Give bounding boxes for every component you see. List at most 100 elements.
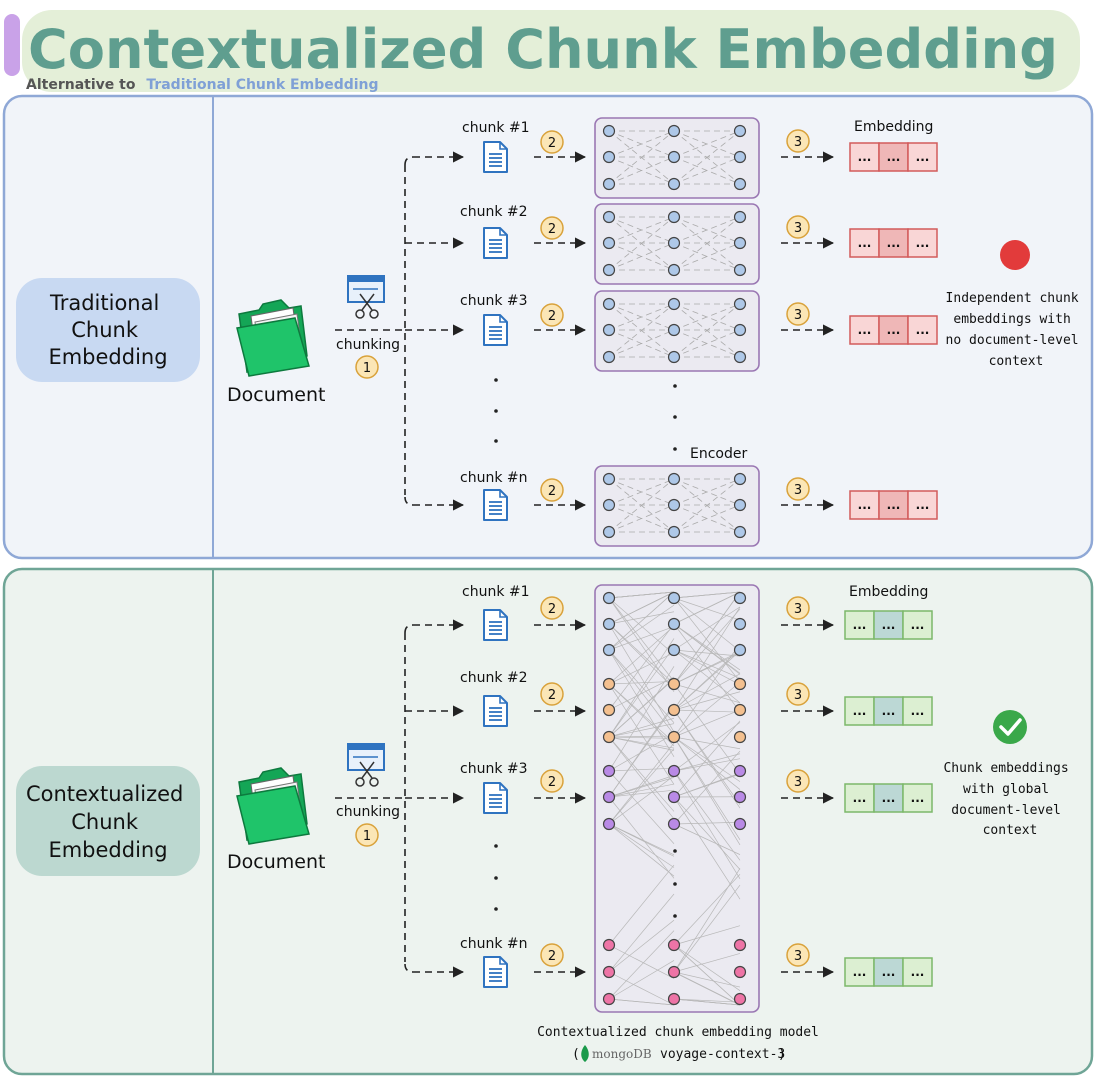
step-badge: [786, 477, 810, 501]
encoder-node: [602, 297, 616, 311]
document-icon-fold: [499, 490, 507, 498]
embedding-cell-label: ...: [887, 498, 901, 512]
step-badge-label: 2: [548, 136, 556, 151]
contextualized-result-text: Chunk embeddings with global document-le…: [943, 761, 1076, 838]
document-icon-body: [483, 956, 508, 988]
encoder-node: [733, 730, 747, 744]
mongodb-leaf-icon: [581, 1045, 589, 1062]
document-icon: [483, 314, 508, 346]
encoder-edge: [608, 478, 675, 506]
encoder-edge: [673, 758, 741, 772]
step-badge: [540, 478, 564, 502]
chunk-label: chunk #3: [460, 293, 528, 309]
scissors-doc-icon: [347, 275, 385, 319]
encoder-node: [733, 297, 747, 311]
step-badge-label: 3: [794, 483, 802, 498]
traditional-label: Traditional Chunk Embedding: [48, 291, 167, 369]
step-badge: [540, 216, 564, 240]
encoder-node: [667, 124, 681, 138]
encoder-node: [667, 323, 681, 337]
traditional-chunking: chunking 1: [336, 275, 400, 379]
encoder-edge: [673, 821, 741, 825]
model-brand: mongoDB: [592, 1047, 652, 1061]
encoder-edge: [673, 683, 741, 774]
encoder-node: [733, 150, 747, 164]
ellipsis-dot: [673, 849, 677, 853]
embedding-cell-label: ...: [911, 965, 925, 979]
embedding-cell-label: ...: [916, 150, 930, 164]
encoder-node: [667, 591, 681, 605]
encoder-edge: [673, 216, 741, 271]
embedding-cell-label: ...: [916, 236, 930, 250]
embedding-cell-label: ...: [882, 965, 896, 979]
ellipsis-dot: [673, 384, 677, 388]
subtitle-prefix: Alternative to: [26, 77, 136, 93]
embedding-cell-label: ...: [858, 498, 872, 512]
encoder-node: [733, 263, 747, 277]
contextualized-result: Chunk embeddings with global document-le…: [943, 710, 1076, 838]
embedding-cell: [844, 610, 875, 640]
encoder-edge: [608, 681, 675, 685]
encoder-node: [733, 703, 747, 717]
encoder-edge: [608, 604, 675, 651]
encoder-edge: [673, 773, 741, 798]
encoder-edge: [608, 242, 675, 271]
encoder-node: [733, 817, 747, 831]
encoder-edge: [608, 736, 675, 820]
encoder-edge: [608, 823, 675, 877]
document-icon-body: [483, 314, 508, 346]
embedding-cell: [844, 957, 875, 987]
embedding-cell-label: ...: [887, 150, 901, 164]
encoder-node: [667, 297, 681, 311]
encoder-edge: [673, 303, 741, 331]
encoder-node: [667, 350, 681, 364]
red-dot-icon: [1000, 240, 1030, 270]
flow-curve: [404, 624, 414, 634]
encoder-edge: [673, 504, 741, 533]
encoder-node: [667, 643, 681, 657]
embedding-cell-label: ...: [916, 498, 930, 512]
encoder-node: [602, 938, 616, 952]
encoder-edge: [608, 649, 675, 723]
embedding-cell-label: ...: [911, 618, 925, 632]
encoder-edge: [673, 753, 741, 772]
ellipsis-dot: [673, 914, 677, 918]
document-icon-body: [483, 227, 508, 259]
document-icon: [483, 609, 508, 641]
encoder-edge: [608, 823, 675, 868]
step-badge-label: 2: [548, 484, 556, 499]
contextualized-document: Document: [227, 767, 325, 873]
encoder-edge: [673, 606, 741, 711]
encoder-edge: [673, 597, 741, 683]
encoder-edge: [673, 649, 741, 657]
encoder-edge: [673, 998, 741, 1006]
encoder-node: [667, 263, 681, 277]
embedding-cell: [878, 142, 909, 172]
embedding-cell: [907, 228, 938, 258]
encoder-edge: [608, 216, 675, 271]
embedding-cell: [873, 696, 904, 726]
subtitle-highlight: Traditional Chunk Embedding: [146, 77, 378, 93]
encoder-edge: [608, 623, 675, 685]
ellipsis-dot: [494, 844, 498, 848]
document-icon: [483, 141, 508, 173]
model-paren-open: (: [572, 1047, 580, 1062]
encoder-edge: [673, 303, 741, 358]
encoder-node: [602, 817, 616, 831]
subtitle: Alternative to Traditional Chunk Embeddi…: [26, 77, 379, 93]
encoder-node: [733, 643, 747, 657]
encoder-edge: [673, 130, 741, 185]
step-badge-label: 2: [548, 949, 556, 964]
scissors-doc-icon: [347, 743, 385, 787]
header: Contextualized Chunk Embedding Alternati…: [4, 10, 1080, 93]
embedding-cell: [907, 490, 938, 520]
step-badge-label: 2: [548, 775, 556, 790]
encoder-edge: [608, 156, 675, 185]
encoder-edge: [673, 953, 741, 973]
step-badge: [786, 302, 810, 326]
embedding-cell: [849, 228, 880, 258]
encoder-edge: [673, 591, 741, 685]
encoder-node: [602, 677, 616, 691]
ellipsis-dot: [494, 409, 498, 413]
